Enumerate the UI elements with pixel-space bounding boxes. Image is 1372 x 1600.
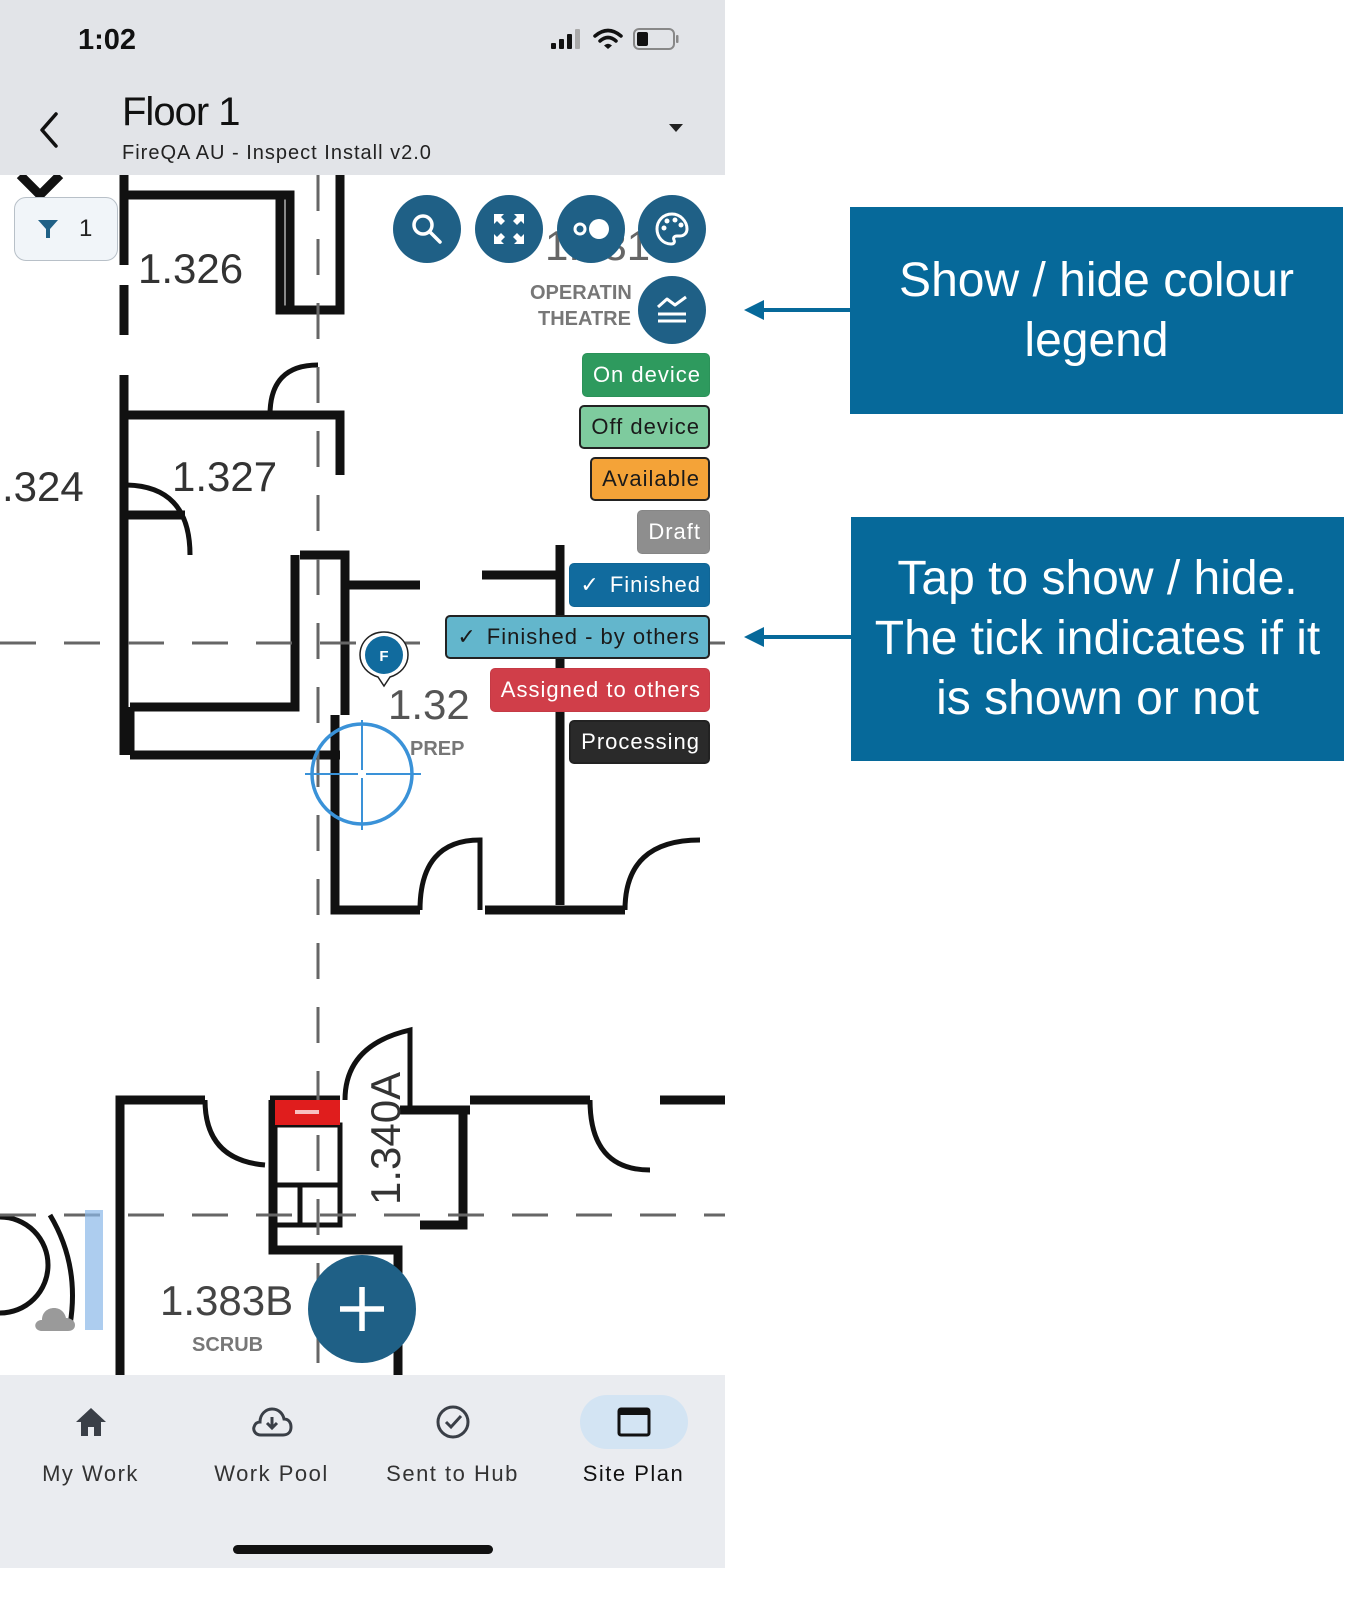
filter-chip[interactable]: 1 — [14, 197, 118, 261]
back-button[interactable] — [30, 104, 70, 152]
toggle-dots-icon — [573, 219, 609, 239]
marker-letter: F — [379, 648, 388, 665]
legend-label: On device — [592, 362, 701, 387]
check-circle-icon — [436, 1405, 469, 1439]
crosshair-icon — [305, 720, 421, 830]
legend-label: Available — [602, 466, 700, 491]
legend-item-finished[interactable]: ✓ Finished — [569, 563, 710, 607]
room-label: PREP — [410, 738, 464, 760]
cloud-download-icon — [251, 1407, 293, 1437]
bottom-navigation: My Work Work Pool Sent to Hub — [0, 1375, 725, 1568]
nav-work-pool[interactable]: Work Pool — [181, 1395, 362, 1505]
search-button[interactable] — [393, 195, 461, 263]
palette-icon — [655, 212, 689, 246]
nav-sent-to-hub[interactable]: Sent to Hub — [362, 1395, 543, 1505]
status-time: 1:02 — [78, 24, 137, 56]
room-label: 1.327 — [172, 453, 277, 500]
nav-my-work[interactable]: My Work — [0, 1395, 181, 1505]
nav-label: Sent to Hub — [386, 1461, 519, 1486]
legend-item-available[interactable]: Available — [590, 457, 710, 501]
legend-item-assigned-to-others[interactable]: Assigned to others — [489, 668, 710, 712]
legend-chart-icon — [657, 295, 687, 323]
legend-label: Off device — [591, 414, 700, 439]
legend-item-draft[interactable]: Draft — [637, 510, 710, 554]
status-bar: 1:02 — [0, 0, 725, 80]
site-plan-window-icon — [617, 1407, 650, 1437]
legend-toggle-button[interactable] — [638, 276, 706, 344]
expand-arrows-icon — [494, 214, 524, 244]
check-icon: ✓ — [457, 624, 477, 649]
chevron-left-icon — [40, 112, 58, 148]
plus-icon — [340, 1287, 384, 1331]
legend-item-processing[interactable]: Processing — [569, 720, 710, 764]
color-palette-button[interactable] — [638, 195, 706, 263]
room-label: OPERATIN — [530, 282, 632, 304]
app-bar: Floor 1 FireQA AU - Inspect Install v2.0 — [0, 80, 725, 175]
signal-icon — [551, 29, 580, 49]
toggle-markers-button[interactable] — [557, 195, 625, 263]
home-indicator — [233, 1545, 493, 1554]
legend-item-on-device[interactable]: On device — [581, 353, 710, 397]
room-label: 1.326 — [138, 245, 243, 292]
nav-label: Site Plan — [582, 1461, 685, 1486]
wifi-icon — [593, 28, 623, 49]
fit-screen-button[interactable] — [475, 195, 543, 263]
filter-icon — [38, 220, 58, 238]
site-plan-map[interactable]: 1.326 1.327 .324 1.32 PREP OPERATIN THEA… — [0, 175, 725, 1375]
search-icon — [412, 214, 442, 244]
room-label: 1.32 — [388, 681, 470, 728]
room-label: .324 — [2, 463, 84, 510]
caret-down-icon — [669, 124, 683, 132]
room-label: SCRUB — [192, 1334, 263, 1356]
page-title: Floor 1 — [122, 90, 240, 134]
legend-item-finished-by-others[interactable]: ✓ Finished - by others — [445, 615, 710, 659]
legend-label: Draft — [648, 519, 701, 544]
nav-site-plan[interactable]: Site Plan — [543, 1395, 724, 1505]
cloud-sync-icon — [35, 1308, 75, 1331]
check-icon: ✓ — [580, 572, 600, 597]
room-label: 1.340A — [362, 1072, 409, 1205]
nav-label: My Work — [42, 1461, 139, 1486]
battery-icon — [633, 28, 679, 50]
inspection-marker-pin[interactable]: F — [358, 630, 410, 690]
legend-label: Processing — [581, 729, 700, 754]
room-label: THEATRE — [538, 308, 631, 330]
callout-legend-items: Tap to show / hide. The tick indicates i… — [851, 517, 1344, 761]
callout-legend-toggle: Show / hide colour legend — [850, 207, 1343, 414]
status-icons — [551, 28, 679, 50]
legend-label: Finished — [609, 572, 701, 597]
filter-count: 1 — [79, 215, 93, 242]
callout-arrow-icon — [744, 627, 852, 647]
legend-label: Assigned to others — [500, 677, 701, 702]
floor-dropdown-button[interactable] — [660, 116, 692, 140]
add-item-button[interactable] — [308, 1255, 416, 1363]
page-subtitle: FireQA AU - Inspect Install v2.0 — [122, 142, 432, 164]
callout-arrow-icon — [744, 300, 852, 320]
phone-screen: 1:02 Floor — [0, 0, 725, 1568]
nav-label: Work Pool — [214, 1461, 329, 1486]
legend-label: Finished - by others — [486, 624, 700, 649]
legend-item-off-device[interactable]: Off device — [579, 405, 710, 449]
home-icon — [75, 1408, 106, 1436]
room-label: 1.383B — [160, 1277, 293, 1324]
